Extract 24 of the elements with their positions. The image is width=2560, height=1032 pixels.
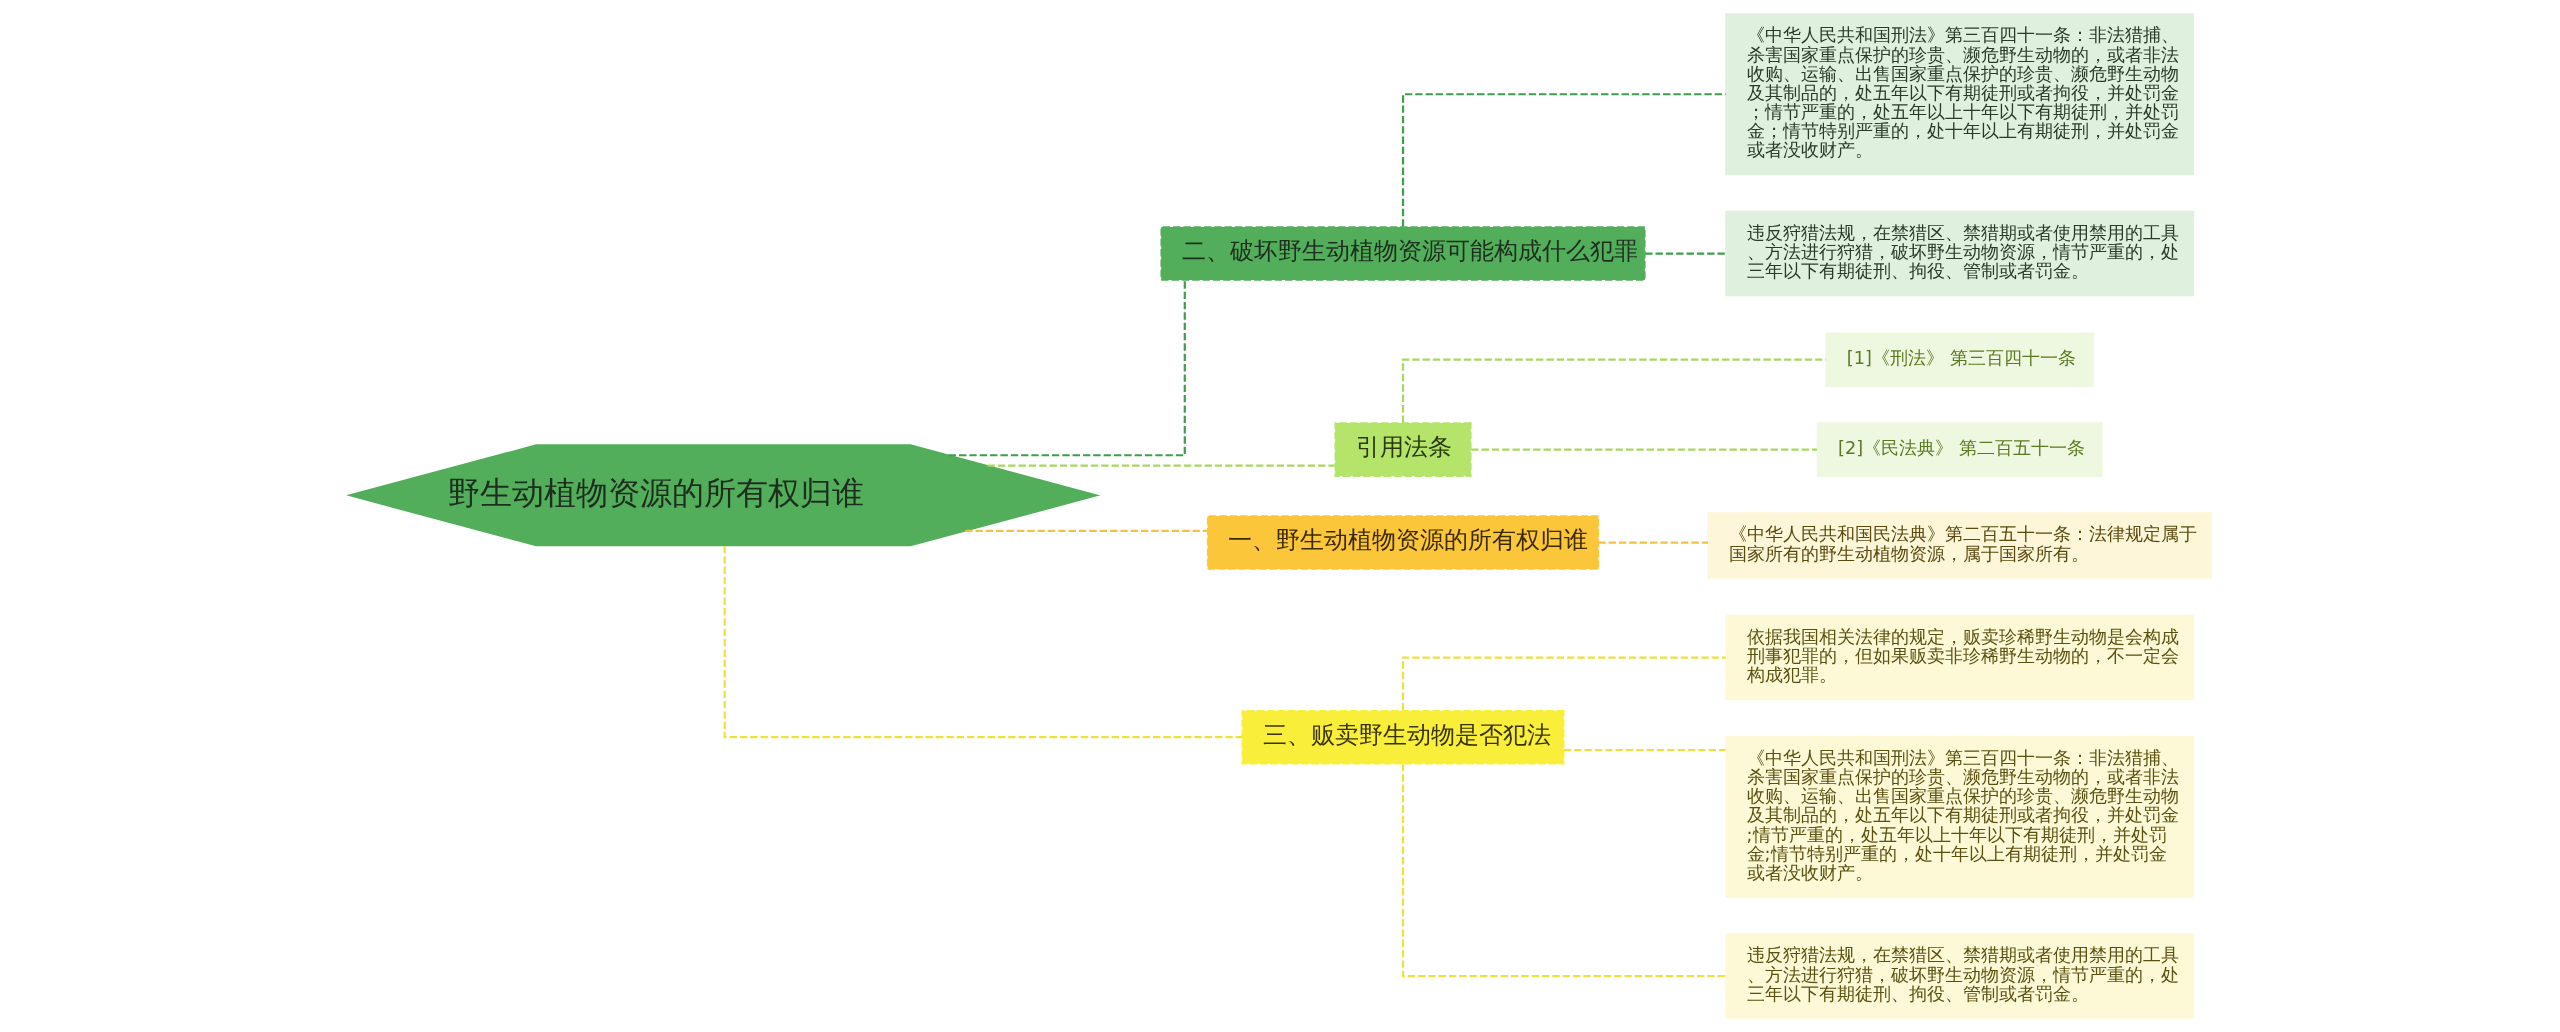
- connector: [1598, 541, 1708, 544]
- node-box: 一、野生动植物资源的所有权归谁: [1206, 515, 1600, 570]
- connector: [965, 529, 1208, 533]
- connector: [1401, 93, 1726, 227]
- node-box: [1]《刑法》 第三百四十一条: [1825, 332, 2094, 387]
- node-box: 依据我国相关法律的规定，贩卖珍稀野生动物是会构成刑事犯罪的，但如果贩卖非珍稀野生动物的，不一定会构成犯罪。: [1725, 614, 2195, 701]
- node-box: 《中华人民共和国民法典》第二百五十一条：法律规定属于国家所有的野生动植物资源，属于国家所有。: [1707, 512, 2212, 579]
- connector: [948, 280, 1186, 457]
- connector: [1401, 358, 1826, 423]
- node-box: 二、破坏野生动植物资源可能构成什么犯罪: [1160, 226, 1646, 281]
- node-box: [2]《民法典》 第二百五十一条: [1816, 422, 2103, 477]
- node-box: 《中华人民共和国刑法》第三百四十一条：非法猎捕、杀害国家重点保护的珍贵、濒危野生动物的，或者非法收购、运输、出售国家重点保护的珍贵、濒危野生动物及其制品的，处五年以下有期徒刑或者拘役，并处罚金;情节严重的，处五年以上十年以下有期徒刑，并处罚金;情节特别严重的，处十年以上有期徒刑，并处罚金或者没收财产。: [1725, 735, 2195, 898]
- connector: [723, 546, 1243, 739]
- node-box: 《中华人民共和国刑法》第三百四十一条：非法猎捕、杀害国家重点保护的珍贵、濒危野生动物的，或者非法收购、运输、出售国家重点保护的珍贵、濒危野生动物及其制品的，处五年以下有期徒刑或者拘役，并处罚金；情节严重的，处五年以上十年以下有期徒刑，并处罚金；情节特别严重的，处十年以上有期徒刑，并处罚金或者没收财产。: [1725, 13, 2195, 176]
- connector: [1401, 764, 1726, 978]
- node-box: 违反狩猎法规，在禁猎区、禁猎期或者使用禁用的工具、方法进行狩猎，破坏野生动物资源，情节严重的，处三年以下有期徒刑、拘役、管制或者罚金。: [1725, 210, 2195, 297]
- connector: [1564, 749, 1726, 752]
- connector: [1401, 656, 1726, 711]
- connector: [1471, 448, 1817, 451]
- connector: [1645, 252, 1726, 255]
- node-box: 引用法条: [1334, 422, 1472, 477]
- node-box: 三、贩卖野生动物是否犯法: [1241, 709, 1565, 765]
- node-box: 违反狩猎法规，在禁猎区、禁猎期或者使用禁用的工具、方法进行狩猎，破坏野生动物资源，情节严重的，处三年以下有期徒刑、拘役、管制或者罚金。: [1725, 933, 2195, 1019]
- connector: [987, 464, 1335, 467]
